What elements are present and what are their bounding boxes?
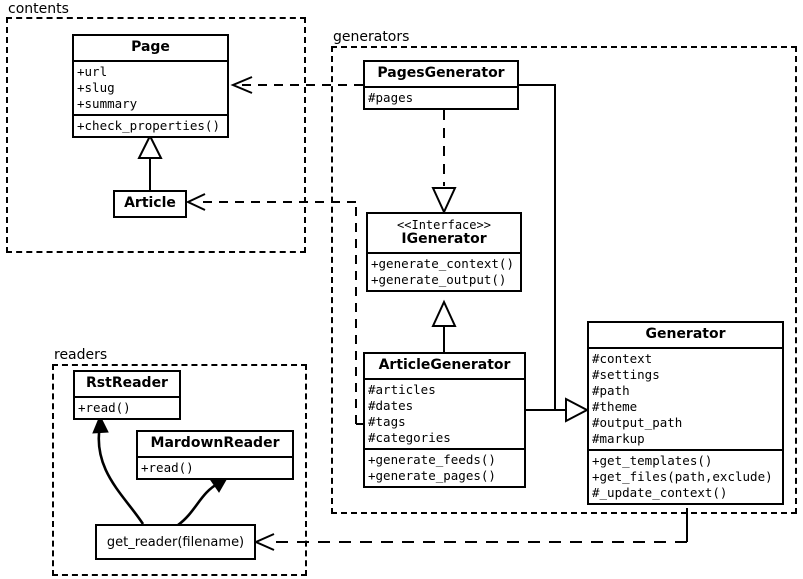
class-box-page[interactable]: Page +url +slug +summary +check_properti… — [72, 34, 229, 138]
attribute: #markup — [592, 431, 645, 446]
class-box-article[interactable]: Article — [113, 190, 187, 218]
class-methods-page: +check_properties() — [74, 114, 227, 136]
package-contents-label: contents — [6, 1, 71, 17]
attribute: +summary — [77, 96, 138, 111]
class-name-articlegenerator: ArticleGenerator — [378, 357, 511, 373]
method: +check_properties() — [77, 118, 220, 133]
package-readers-label: readers — [52, 347, 110, 363]
attribute: +url — [77, 64, 108, 79]
attribute: #categories — [368, 430, 451, 445]
attribute: #dates — [368, 398, 414, 413]
package-generators — [331, 46, 797, 514]
class-name-pagesgenerator: PagesGenerator — [377, 65, 505, 81]
method: +generate_feeds() — [368, 452, 496, 467]
method: +generate_output() — [371, 272, 507, 287]
function-box-get-reader[interactable]: get_reader(filename) — [95, 524, 256, 560]
class-box-mardownreader[interactable]: MardownReader +read() — [136, 430, 294, 480]
class-stereotype-igenerator: <<Interface>> — [397, 218, 491, 232]
class-box-generator[interactable]: Generator #context #settings #path #them… — [587, 321, 784, 505]
class-attributes-pagesgenerator: #pages — [365, 86, 517, 108]
method: #_update_context() — [592, 485, 728, 500]
function-label-get-reader: get_reader(filename) — [106, 534, 245, 550]
class-name-rstreader: RstReader — [86, 375, 168, 391]
class-name-igenerator: IGenerator — [401, 231, 487, 247]
class-box-articlegenerator[interactable]: ArticleGenerator #articles #dates #tags … — [363, 352, 526, 488]
package-readers — [52, 364, 307, 576]
attribute: #articles — [368, 382, 436, 397]
class-attributes-generator: #context #settings #path #theme #output_… — [589, 347, 782, 449]
package-generators-label: generators — [331, 29, 412, 45]
method: +get_files(path,exclude) — [592, 469, 773, 484]
class-attributes-page: +url +slug +summary — [74, 60, 227, 114]
class-name-generator: Generator — [645, 326, 726, 342]
method: +read() — [78, 400, 131, 415]
class-box-pagesgenerator[interactable]: PagesGenerator #pages — [363, 60, 519, 110]
class-name-mardownreader: MardownReader — [150, 435, 280, 451]
edge-generator-to-get_reader — [253, 508, 688, 551]
attribute: #output_path — [592, 415, 683, 430]
class-name-article: Article — [124, 195, 176, 211]
class-box-igenerator[interactable]: <<Interface>> IGenerator +generate_conte… — [366, 212, 522, 292]
method: +read() — [141, 460, 194, 475]
class-methods-mardownreader: +read() — [138, 456, 292, 478]
method: +get_templates() — [592, 453, 713, 468]
attribute: #context — [592, 351, 653, 366]
class-methods-articlegenerator: +generate_feeds() +generate_pages() — [365, 448, 524, 486]
class-box-rstreader[interactable]: RstReader +read() — [73, 370, 181, 420]
class-methods-generator: +get_templates() +get_files(path,exclude… — [589, 449, 782, 503]
attribute: #theme — [592, 399, 638, 414]
class-name-page: Page — [131, 39, 170, 55]
attribute: #settings — [592, 367, 660, 382]
attribute: #tags — [368, 414, 406, 429]
attribute: #path — [592, 383, 630, 398]
class-methods-rstreader: +read() — [75, 396, 179, 418]
attribute: +slug — [77, 80, 115, 95]
method: +generate_pages() — [368, 468, 496, 483]
class-methods-igenerator: +generate_context() +generate_output() — [368, 252, 520, 290]
method: +generate_context() — [371, 256, 514, 271]
package-contents — [6, 17, 306, 253]
attribute: #pages — [368, 90, 414, 105]
class-attributes-articlegenerator: #articles #dates #tags #categories — [365, 378, 524, 448]
